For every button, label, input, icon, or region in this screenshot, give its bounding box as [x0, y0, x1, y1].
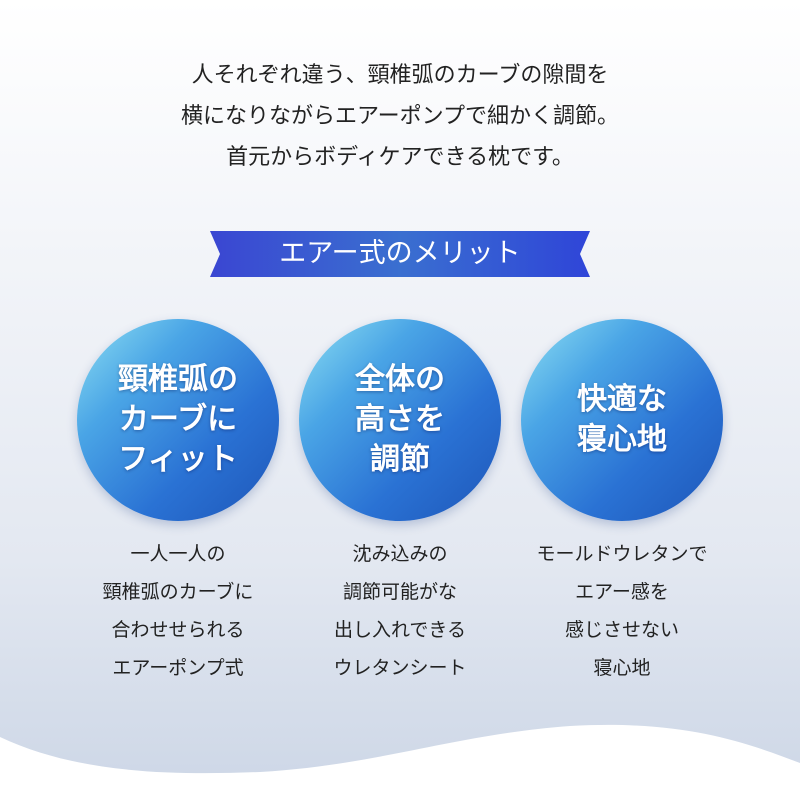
desc-line: 沈み込みの	[352, 543, 448, 565]
merit-circle-fit: 頸椎弧の カーブに フィット	[77, 319, 279, 521]
circle-title-line: 調節	[370, 442, 430, 477]
circle-title-line: 頸椎弧の	[118, 362, 238, 397]
desc-line: 寝心地	[593, 657, 651, 679]
desc-line: 合わせせられる	[111, 619, 245, 641]
desc-line: 調節可能がな	[342, 581, 457, 603]
circle-title-line: 寝心地	[577, 422, 667, 457]
intro-line: 人それぞれ違う、頸椎弧のカーブの隙間を	[191, 63, 609, 88]
merit-description: 一人一人の 頸椎弧のカーブに 合わせせられる エアーポンプ式	[48, 535, 308, 687]
ribbon-shape	[210, 231, 590, 277]
intro-text: 人それぞれ違う、頸椎弧のカーブの隙間を 横になりながらエアーポンプで細かく調節。…	[0, 55, 800, 178]
merit-circle-height: 全体の 高さを 調節	[299, 319, 501, 521]
desc-line: モールドウレタンで	[536, 543, 708, 565]
merit-description: 沈み込みの 調節可能がな 出し入れできる ウレタンシート	[270, 535, 530, 687]
circle-title-line: フィット	[118, 442, 238, 477]
circle-title-line: 高さを	[355, 402, 445, 437]
section-banner: エアー式のメリット	[210, 231, 590, 277]
desc-line: エアー感を	[575, 581, 669, 603]
circle-title-line: カーブに	[118, 402, 238, 437]
circle-title-line: 全体の	[355, 362, 445, 397]
desc-line: ウレタンシート	[333, 657, 467, 679]
desc-line: 感じさせない	[564, 619, 679, 641]
intro-line: 首元からボディケアできる枕です。	[226, 145, 574, 170]
circle-title-line: 快適な	[577, 382, 667, 417]
desc-line: エアーポンプ式	[112, 657, 244, 679]
banner-title: エアー式のメリット	[279, 238, 521, 269]
intro-line: 横になりながらエアーポンプで細かく調節。	[180, 104, 620, 129]
desc-line: 出し入れできる	[333, 619, 467, 641]
merit-description: モールドウレタンで エアー感を 感じさせない 寝心地	[492, 535, 752, 687]
merit-circle-comfort: 快適な 寝心地	[521, 319, 723, 521]
desc-line: 頸椎弧のカーブに	[102, 581, 254, 603]
desc-line: 一人一人の	[130, 543, 226, 565]
